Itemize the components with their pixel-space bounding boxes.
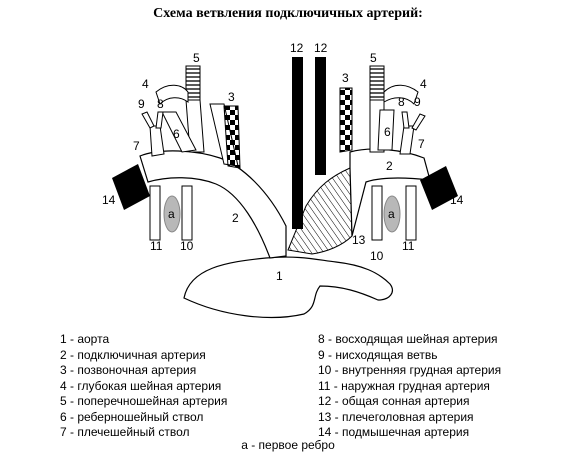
legend-right: 8 - восходящая шейная артерия 9 - нисход… — [318, 332, 501, 441]
legend-item: 9 - нисходящая ветвь — [318, 347, 438, 362]
right-external-thoracic-artery — [405, 185, 417, 241]
legend-item: 5 - поперечношейная артерия — [60, 394, 228, 408]
label-3-left: 3 — [228, 90, 235, 104]
right-descending-branch — [411, 113, 426, 131]
label-12-right: 12 — [314, 41, 328, 55]
legend-item: 2 - подключичная артерия — [60, 347, 206, 362]
left-axillary-artery — [112, 164, 150, 210]
label-3-right: 3 — [342, 71, 349, 85]
left-internal-thoracic-artery — [181, 185, 193, 241]
legend-item: 3 - позвоночная артерия — [60, 363, 197, 377]
right-transverse-cervical-artery — [369, 65, 385, 101]
left-subclavian-artery — [139, 150, 287, 259]
left-ascending-cervical-artery — [155, 111, 164, 129]
label-4-right: 4 — [420, 77, 427, 91]
left-descending-branch — [141, 111, 155, 129]
label-14-right: 14 — [450, 193, 464, 207]
left-costocervical-trunk — [161, 111, 197, 153]
aorta — [183, 256, 393, 319]
diagram-title: Схема ветвления подключичных артерий: — [153, 6, 423, 21]
right-costocervical-trunk — [377, 109, 395, 151]
label-13: 13 — [352, 233, 366, 247]
label-8-left: 8 — [157, 97, 164, 111]
right-axillary-artery — [420, 166, 458, 210]
label-6-right: 6 — [384, 125, 391, 139]
rib-label-left: а — [168, 207, 175, 221]
label-7-right: 7 — [418, 137, 425, 151]
left-deep-cervical-artery — [155, 84, 189, 105]
legend-item: 13 - плечеголовная артерия — [318, 409, 474, 424]
label-6-left: 6 — [173, 127, 180, 141]
label-2-left: 2 — [232, 211, 239, 225]
label-10-left: 10 — [180, 239, 194, 253]
label-7-left: 7 — [133, 139, 140, 153]
left-first-rib — [163, 195, 181, 233]
legend-item: 7 - плечешейный ствол — [60, 425, 190, 439]
label-11-left: 11 — [150, 239, 163, 253]
label-5-right: 5 — [370, 51, 377, 65]
right-vertebral-artery — [339, 87, 353, 153]
legend-item: 11 - наружная грудная артерия — [318, 378, 490, 393]
label-2-right: 2 — [386, 159, 393, 173]
legend-item: 6 - реберношейный ствол — [60, 409, 204, 424]
legend-item: 14 - подмышечная артерия — [318, 425, 470, 439]
legend-item: 4 - глубокая шейная артерия — [60, 378, 222, 393]
right-ascending-cervical-artery — [401, 111, 410, 129]
left-vertebral-artery-pattern — [223, 105, 241, 169]
legend-item: 1 - аорта — [60, 332, 110, 346]
rib-label-right: а — [388, 207, 395, 221]
label-5-left: 5 — [193, 51, 200, 65]
right-first-rib — [383, 195, 401, 233]
common-carotid-artery-left — [292, 57, 303, 229]
label-14-left: 14 — [102, 193, 116, 207]
right-internal-thoracic-artery — [371, 185, 383, 241]
label-11-right: 11 — [402, 239, 415, 253]
legend-item: 12 - общая сонная артерия — [318, 394, 470, 408]
common-carotid-artery-right — [315, 57, 326, 175]
right-thyrocervical-trunk — [399, 125, 415, 155]
legend-left: 1 - аорта 2 - подключичная артерия 3 - п… — [60, 332, 227, 441]
label-1: 1 — [276, 269, 283, 283]
label-9-right: 9 — [414, 95, 421, 109]
right-deep-cervical-artery — [383, 84, 419, 105]
label-10-right: 10 — [370, 249, 384, 263]
legend-item: 10 - внутренняя грудная артерия — [318, 363, 502, 377]
legend-item: 8 - восходящая шейная артерия — [318, 332, 498, 346]
label-12-left: 12 — [290, 41, 304, 55]
label-9-left: 9 — [138, 97, 145, 111]
left-external-thoracic-artery — [149, 185, 161, 241]
footnote: а - первое ребро — [241, 438, 335, 452]
label-4-left: 4 — [142, 77, 149, 91]
label-8-right: 8 — [398, 95, 405, 109]
left-thyrocervical-trunk — [149, 125, 165, 157]
